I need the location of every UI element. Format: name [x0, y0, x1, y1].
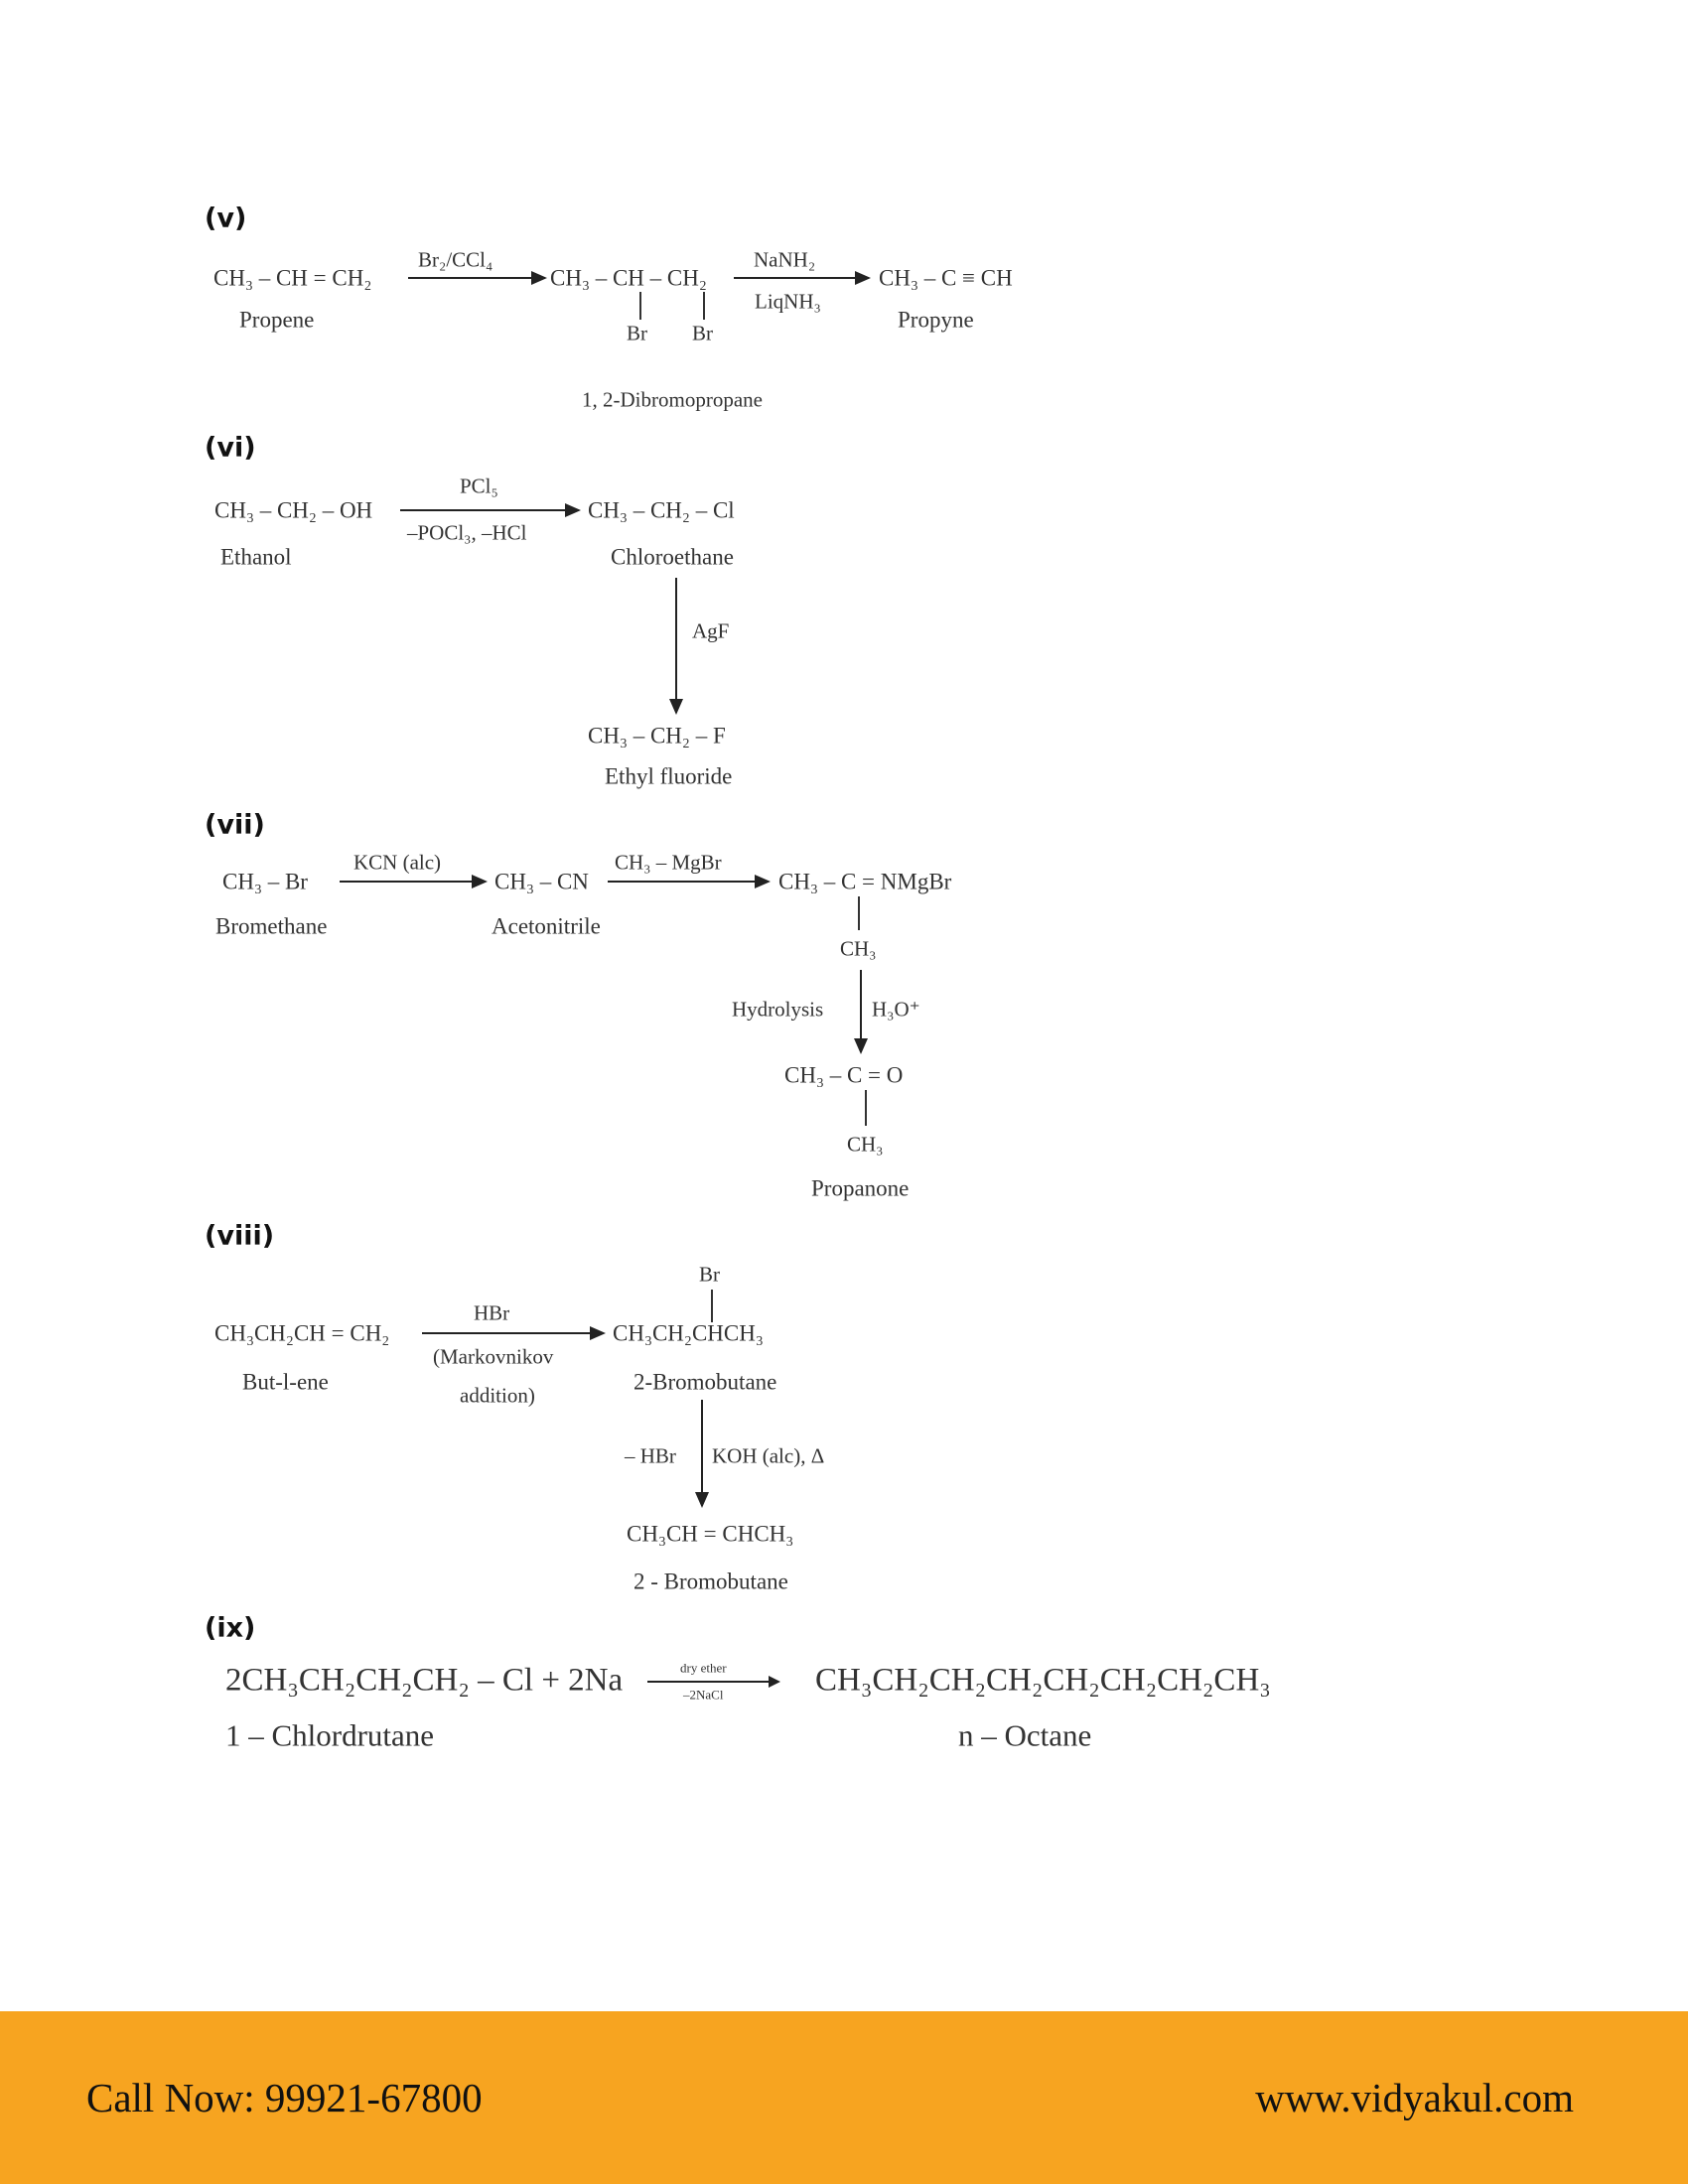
chlorobutane-reactant: 2CH₃CH₂CH₂CH₂ – Cl + 2Na [225, 1662, 624, 1699]
bromine-atom: Br [627, 321, 647, 345]
reaction-arrow [408, 271, 547, 285]
butene-2-formula: CH₃CH = CHCH₃ [627, 1521, 794, 1547]
reagent-hbr: HBr [474, 1300, 510, 1325]
propene-name: Propene [239, 307, 315, 333]
octane-name: n – Octane [958, 1717, 1092, 1753]
reagent-agf: AgF [692, 618, 730, 643]
reagent-nanh2: NaNH₂ [754, 247, 816, 272]
section-label-vi: (vi) [205, 432, 256, 464]
butene-formula: CH₃CH₂CH = CH₂ [214, 1320, 390, 1346]
bond-line [858, 896, 860, 930]
reagent-grignard: CH₃ – MgBr [615, 850, 722, 875]
bromobutane-name: 2-Bromobutane [633, 1369, 777, 1395]
methyl-group: CH₃ [840, 936, 877, 961]
product-name: 2 - Bromobutane [633, 1569, 788, 1594]
section-label-vii: (vii) [205, 809, 265, 841]
elimination-label: – HBr [625, 1443, 676, 1468]
reagent-liqnh3: LiqNH₃ [755, 289, 821, 314]
octane-formula: CH₃CH₂CH₂CH₂CH₂CH₂CH₂CH₃ [815, 1662, 1271, 1699]
bromobutane-formula: CH₃CH₂CHCH₃ [613, 1320, 764, 1346]
reaction-arrow [400, 503, 581, 517]
reagent-kcn: KCN (alc) [353, 850, 442, 875]
reagent-br2-ccl4: Br₂/CCl₄ [418, 247, 493, 272]
addition-label: addition) [460, 1383, 535, 1408]
propanone-name: Propanone [811, 1175, 910, 1201]
methyl-group: CH₃ [847, 1132, 884, 1157]
reaction-arrow-down [669, 578, 683, 715]
reaction-arrow [647, 1676, 780, 1688]
byproduct-nacl: –2NaCl [683, 1687, 724, 1703]
acetonitrile-name: Acetonitrile [492, 913, 601, 939]
website-link[interactable]: www.vidyakul.com [1255, 2075, 1574, 2120]
reaction-arrow [340, 875, 488, 888]
propyne-formula: CH₃ – C ≡ CH [879, 265, 1013, 291]
call-now-text: Call Now: 99921-67800 [86, 2075, 483, 2120]
reaction-arrow [422, 1326, 606, 1340]
reaction-arrow-down [854, 970, 868, 1054]
reaction-arrow-down [695, 1400, 709, 1508]
propyne-name: Propyne [898, 307, 974, 333]
bond-line [639, 292, 641, 320]
imine-salt-formula: CH₃ – C = NMgBr [778, 869, 952, 894]
ethyl-fluoride-formula: CH₃ – CH₂ – F [588, 723, 726, 749]
hydrolysis-label: Hydrolysis [732, 997, 824, 1022]
dibromopropane-name: 1, 2-Dibromopropane [582, 387, 763, 412]
bromethane-formula: CH₃ – Br [222, 869, 308, 894]
section-label-ix: (ix) [205, 1612, 256, 1644]
dibromopropane-formula: CH₃ – CH – CH₂ [550, 265, 707, 291]
section-label-v: (v) [205, 203, 247, 234]
bromethane-name: Bromethane [215, 913, 328, 939]
reaction-arrow [608, 875, 771, 888]
bromine-atom: Br [692, 321, 713, 345]
reagent-koh: KOH (alc), Δ [712, 1443, 825, 1468]
reagent-dry-ether: dry ether [680, 1660, 727, 1676]
chloroethane-name: Chloroethane [611, 544, 734, 570]
propanone-formula: CH₃ – C = O [784, 1062, 904, 1088]
ethanol-formula: CH₃ – CH₂ – OH [214, 497, 373, 523]
section-label-viii: (viii) [205, 1220, 275, 1252]
chloroethane-formula: CH₃ – CH₂ – Cl [588, 497, 735, 523]
ethanol-name: Ethanol [220, 544, 292, 570]
reaction-arrow [734, 271, 871, 285]
bond-line [865, 1090, 867, 1126]
markovnikov-label: (Markovnikov [433, 1344, 554, 1369]
butene-name: But-l-ene [242, 1369, 329, 1395]
acetonitrile-formula: CH₃ – CN [494, 869, 589, 894]
propene-formula: CH₃ – CH = CH₂ [213, 265, 372, 291]
reagent-pcl5: PCl₅ [460, 474, 498, 498]
bond-line [703, 292, 705, 320]
reagent-h3o: H₃O⁺ [872, 997, 920, 1022]
bromine-atom: Br [699, 1262, 720, 1287]
bond-line [711, 1290, 713, 1322]
chlorobutane-name: 1 – Chlordrutane [225, 1717, 435, 1753]
ethyl-fluoride-name: Ethyl fluoride [605, 763, 733, 789]
byproducts: –POCl₃, –HCl [407, 520, 527, 545]
footer-banner: Call Now: 99921-67800 www.vidyakul.com [0, 2011, 1688, 2184]
